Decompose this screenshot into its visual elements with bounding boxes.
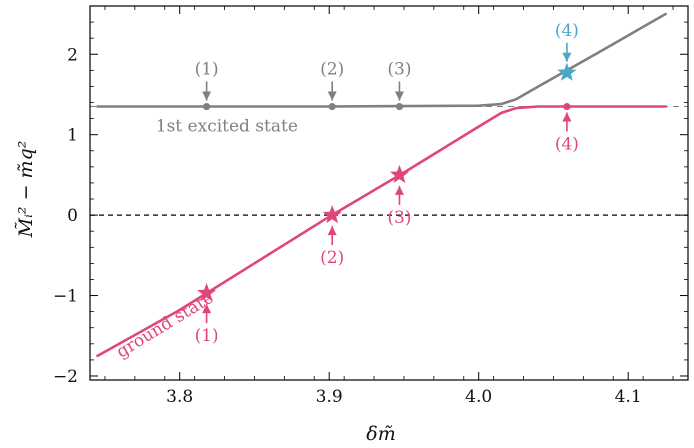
- star-marker: [197, 283, 217, 302]
- annotation-arrow-head: [562, 112, 572, 122]
- annotation-arrow-head: [562, 52, 572, 62]
- x-tick-label: 3.8: [166, 387, 193, 407]
- annotation-arrow-head: [394, 185, 404, 195]
- star-marker: [322, 205, 342, 224]
- plot-lines-layer: [90, 12, 688, 358]
- marker-label: (2): [320, 248, 344, 268]
- x-tick-label: 3.9: [316, 387, 343, 407]
- ground-state-label: ground state: [113, 288, 217, 363]
- annotation-arrow-head: [327, 226, 337, 236]
- annotation-arrow-head: [202, 91, 212, 101]
- excited-state-curve: [96, 12, 667, 108]
- y-tick-label: 0: [67, 206, 78, 226]
- plot-frame: [89, 5, 689, 381]
- marker-label: (3): [387, 60, 411, 80]
- x-tick-label: 4.1: [615, 387, 642, 407]
- dot-marker: [563, 102, 571, 111]
- marker-label: (1): [195, 60, 219, 80]
- dot-marker: [395, 102, 404, 111]
- dot-marker: [328, 102, 336, 111]
- excited-state-label: 1st excited state: [156, 117, 298, 137]
- annotation-arrow-head: [394, 91, 404, 101]
- y-tick-label: −2: [53, 367, 78, 387]
- y-tick-label: 1: [67, 126, 78, 146]
- y-tick-label: −1: [53, 287, 78, 307]
- marker-label: (3): [387, 208, 411, 228]
- plot-markers-layer: [197, 42, 577, 324]
- dot-marker: [203, 102, 211, 111]
- annotation-arrow-head: [202, 304, 212, 314]
- marker-label: (1): [195, 326, 219, 346]
- annotation-arrow-head: [327, 91, 337, 101]
- marker-label: (2): [320, 60, 344, 80]
- plot-text-layer: 3.8 3.9 4.0 4.1 −2 −1 0 1 2 δm̃ M̃ᵢ² − m̃q² (1) (2) (…: [15, 21, 642, 445]
- y-tick-label: 2: [67, 45, 78, 65]
- plot-frame-layer: [89, 5, 689, 381]
- star-marker: [390, 164, 409, 183]
- marker-label: (4): [555, 135, 579, 155]
- y-axis-title: M̃ᵢ² − m̃q²: [15, 141, 37, 239]
- marker-label: (4): [555, 21, 579, 41]
- x-tick-label: 4.0: [465, 387, 492, 407]
- x-axis-title: δm̃: [366, 423, 395, 445]
- star-marker: [557, 62, 577, 81]
